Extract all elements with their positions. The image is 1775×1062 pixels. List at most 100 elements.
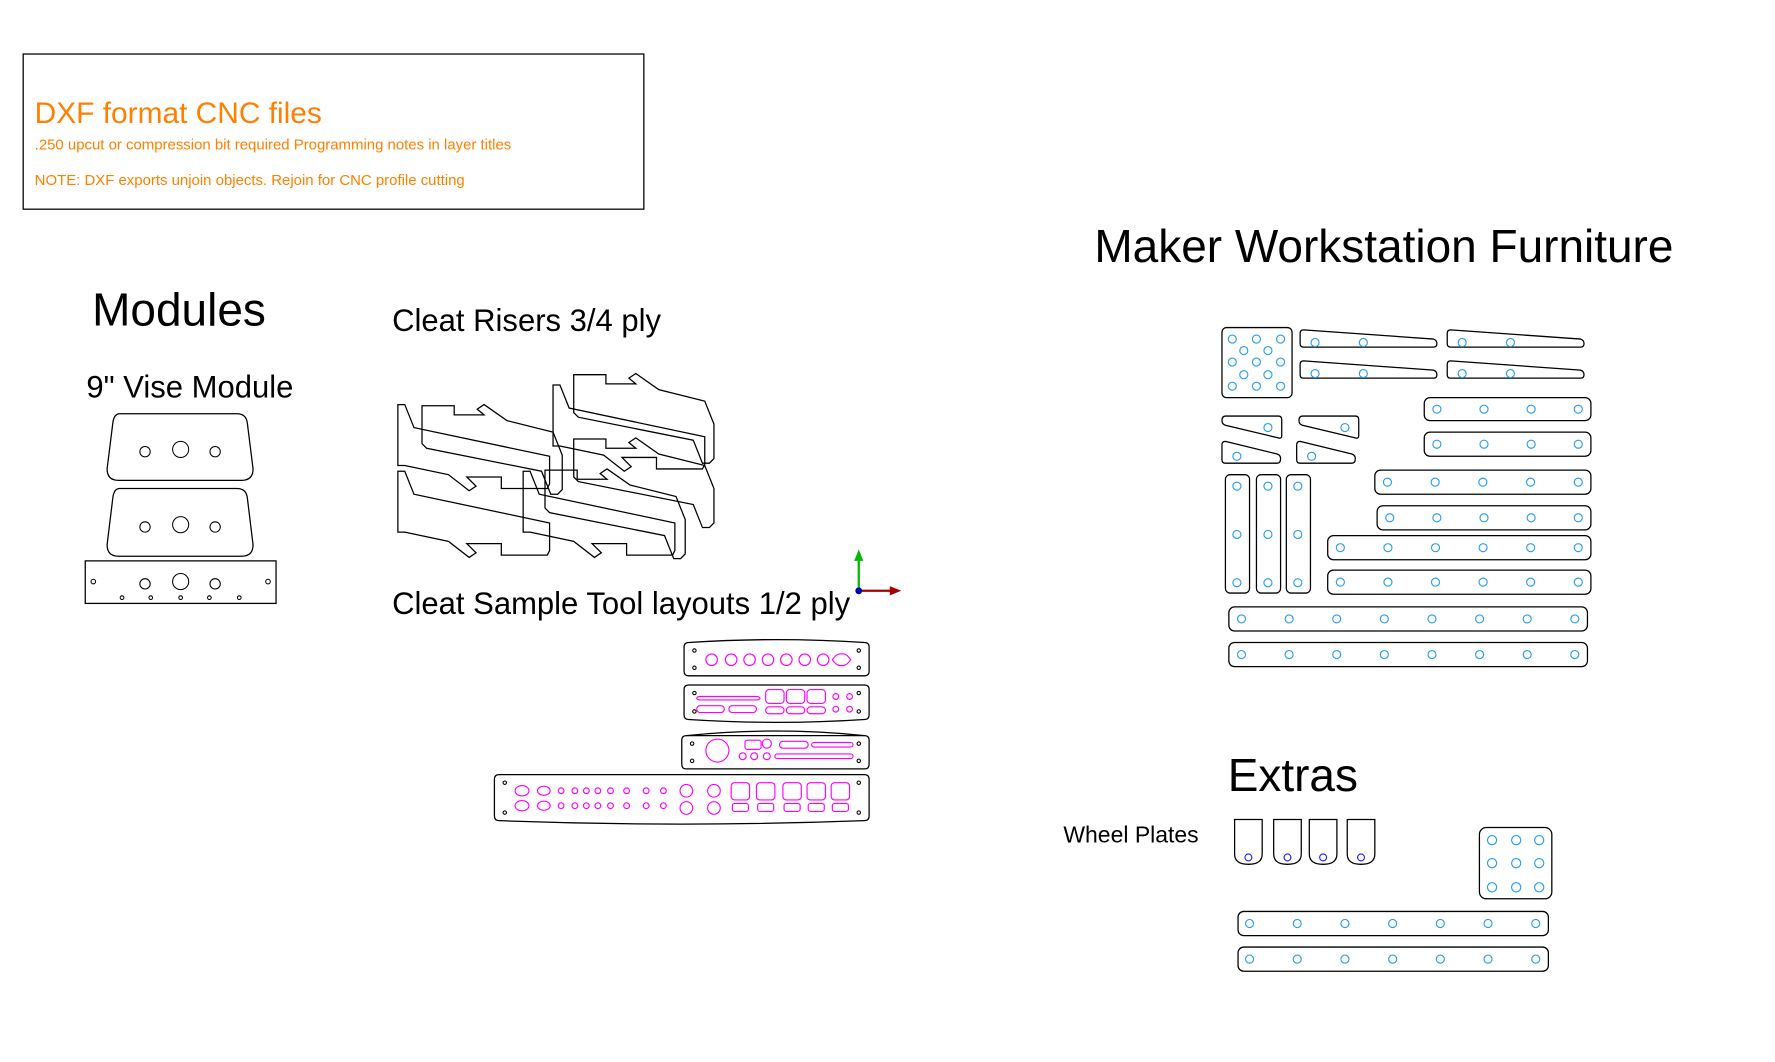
- square-plate: [1478, 826, 1553, 900]
- x-axis-arrow-icon: [889, 586, 902, 596]
- screw-hole: [172, 440, 190, 458]
- peg-hole: [1239, 370, 1249, 380]
- bolt-hole: [1474, 649, 1485, 660]
- pilot-hole: [119, 595, 125, 601]
- tool-hole: [679, 783, 694, 798]
- bolt-hole: [1432, 513, 1442, 523]
- bolt-hole: [1435, 954, 1445, 964]
- tool-hole: [724, 653, 738, 667]
- tool-slot: [696, 705, 725, 714]
- tool-hole-large: [705, 738, 730, 763]
- extra-strip: [1237, 910, 1550, 937]
- axle-hole: [1319, 853, 1328, 862]
- tool-hole: [571, 787, 579, 795]
- corner-hole: [689, 758, 695, 764]
- bolt-hole: [1263, 481, 1273, 491]
- wheel-plate: [1308, 818, 1338, 865]
- tool-slot: [765, 689, 785, 704]
- corner-hole: [502, 810, 508, 815]
- tool-hole: [707, 801, 721, 815]
- bolt-hole: [1232, 578, 1242, 588]
- bolt-hole: [1570, 614, 1580, 624]
- bolt-hole: [1483, 954, 1493, 964]
- corner-hole: [689, 741, 695, 746]
- bolt-hole: [1479, 439, 1489, 449]
- tool-hole: [816, 653, 830, 667]
- bolt-hole: [1573, 439, 1583, 449]
- axle-hole: [1357, 853, 1366, 862]
- bolt-hole: [1483, 918, 1493, 929]
- bolt-hole: [1531, 918, 1541, 929]
- bolt-hole: [1526, 513, 1536, 523]
- tool-slot: [774, 753, 854, 760]
- tool-cutout: [831, 653, 852, 667]
- peg-hole: [1275, 334, 1286, 344]
- tool-cutout: [514, 799, 530, 812]
- bolt-hole: [1379, 614, 1389, 624]
- bolt-hole: [1531, 954, 1541, 964]
- cleat-sample-parts: [493, 638, 870, 825]
- tool-hole: [707, 783, 721, 798]
- bolt-hole: [1432, 404, 1442, 414]
- bolt-hole: [139, 446, 151, 458]
- panel-bow: [686, 730, 865, 737]
- bolt-hole: [1457, 368, 1467, 379]
- sample-panel-4: [493, 774, 870, 825]
- bolt-hole: [1244, 954, 1255, 964]
- pilot-hole: [148, 595, 154, 601]
- tool-slot: [757, 802, 775, 813]
- bolt-hole: [1340, 422, 1350, 433]
- tool-slot: [730, 782, 751, 801]
- bolt-hole: [1479, 513, 1489, 523]
- peg-hole: [1251, 381, 1262, 391]
- bolt-hole: [139, 521, 151, 533]
- gusset: [1296, 440, 1356, 464]
- notes-border: [22, 53, 645, 210]
- peg-hole: [1263, 345, 1273, 356]
- axis-origin-icon: [855, 587, 863, 595]
- sample-panel-2: [683, 684, 870, 723]
- tool-slot: [731, 802, 750, 813]
- bolt-hole: [1340, 918, 1350, 929]
- tool-hole: [743, 653, 756, 667]
- tool-hole: [594, 787, 602, 795]
- bolt-hole: [1293, 481, 1303, 491]
- bolt-hole: [1310, 337, 1320, 348]
- cleat-riser: [397, 470, 551, 559]
- corner-hole: [856, 780, 862, 785]
- bolt-hole: [1382, 477, 1393, 487]
- bolt-hole: [1432, 439, 1442, 449]
- tool-slot: [806, 782, 827, 801]
- bolt-hole: [1236, 614, 1247, 624]
- tool-cutout: [536, 800, 551, 811]
- bolt-hole: [1573, 477, 1583, 487]
- mount-hole: [90, 578, 97, 585]
- tool-hole: [832, 705, 840, 713]
- cleat-riser: [522, 470, 676, 559]
- bolt-hole: [1293, 578, 1303, 588]
- screw-hole: [172, 516, 190, 534]
- bolt-hole: [1534, 882, 1545, 893]
- bolt-hole: [1263, 529, 1273, 540]
- tool-slot: [744, 739, 762, 750]
- corner-hole: [856, 690, 862, 696]
- vise-module-parts: [84, 413, 277, 605]
- tool-slot: [806, 689, 827, 704]
- tool-hole: [557, 787, 565, 795]
- tool-hole: [571, 802, 579, 810]
- tool-hole: [594, 802, 602, 810]
- bolt-hole: [1427, 614, 1437, 624]
- bolt-hole: [1522, 649, 1532, 660]
- bolt-hole: [209, 521, 221, 533]
- tool-slot: [830, 782, 851, 801]
- bolt-hole: [1573, 543, 1583, 553]
- notes-line-2: NOTE: DXF exports unjoin objects. Rejoin…: [35, 172, 465, 189]
- bolt-hole: [1526, 439, 1536, 449]
- peg-hole: [1251, 334, 1262, 344]
- bolt-hole: [1486, 857, 1498, 869]
- bolt-hole: [1526, 543, 1536, 553]
- tool-hole: [623, 802, 631, 810]
- vise-base-plate: [84, 560, 277, 605]
- tool-slot: [785, 689, 806, 704]
